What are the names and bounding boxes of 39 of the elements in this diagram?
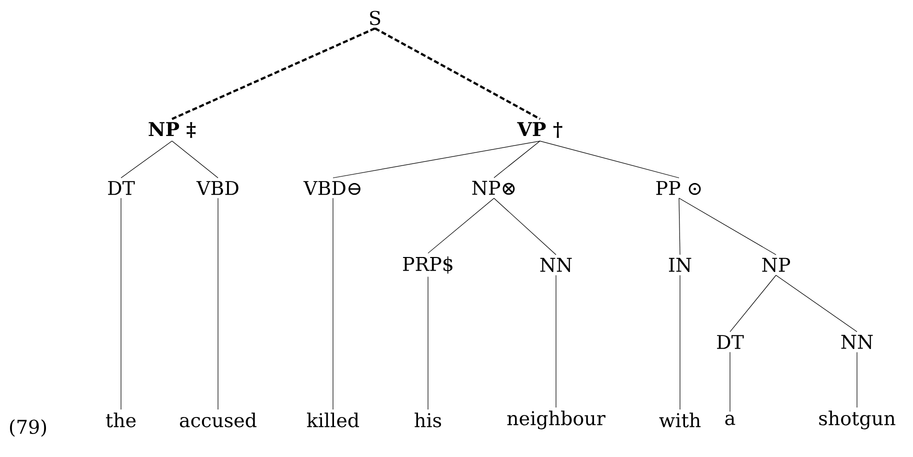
- word: a: [725, 414, 736, 426]
- category-label: DT: [108, 181, 135, 195]
- category-label: NP: [762, 258, 790, 272]
- category-label: VBD: [196, 181, 238, 195]
- category-label: NN: [540, 258, 572, 272]
- example-number: (79): [10, 419, 46, 437]
- word: neighbour: [507, 410, 606, 430]
- tree-branch: [332, 198, 334, 410]
- category-label: NP⊗: [472, 180, 515, 196]
- category-label: IN: [669, 258, 692, 272]
- word: shotgun: [819, 410, 896, 430]
- category-label: DT: [717, 335, 744, 349]
- tree-branch: [540, 140, 680, 178]
- tree-branch: [730, 274, 776, 332]
- category-label: NN: [841, 334, 873, 350]
- tree-branch: [494, 140, 540, 178]
- tree-branch: [120, 198, 122, 410]
- tree-branch: [678, 198, 680, 256]
- tree-branch: [374, 27, 541, 120]
- category-label: PP ⊙: [656, 181, 701, 195]
- tree-branch: [678, 198, 776, 256]
- tree-branch: [428, 198, 494, 254]
- tree-branch: [172, 140, 218, 178]
- word: his: [414, 412, 442, 428]
- category-label: VP †: [517, 122, 562, 138]
- category-label: VBD⊖: [303, 181, 360, 195]
- tree-branch: [494, 198, 556, 256]
- tree-branch: [172, 27, 376, 120]
- word: the: [106, 412, 136, 428]
- tree-branch: [332, 140, 540, 178]
- tree-branch: [776, 274, 858, 332]
- word: with: [659, 412, 701, 428]
- tree-branch: [856, 352, 858, 408]
- word: killed: [306, 412, 360, 428]
- word: accused: [180, 412, 256, 428]
- category-label: PRP$: [403, 256, 452, 274]
- category-label: NP ‡: [148, 122, 196, 138]
- tree-branch: [120, 140, 172, 178]
- category-label: S: [370, 10, 380, 26]
